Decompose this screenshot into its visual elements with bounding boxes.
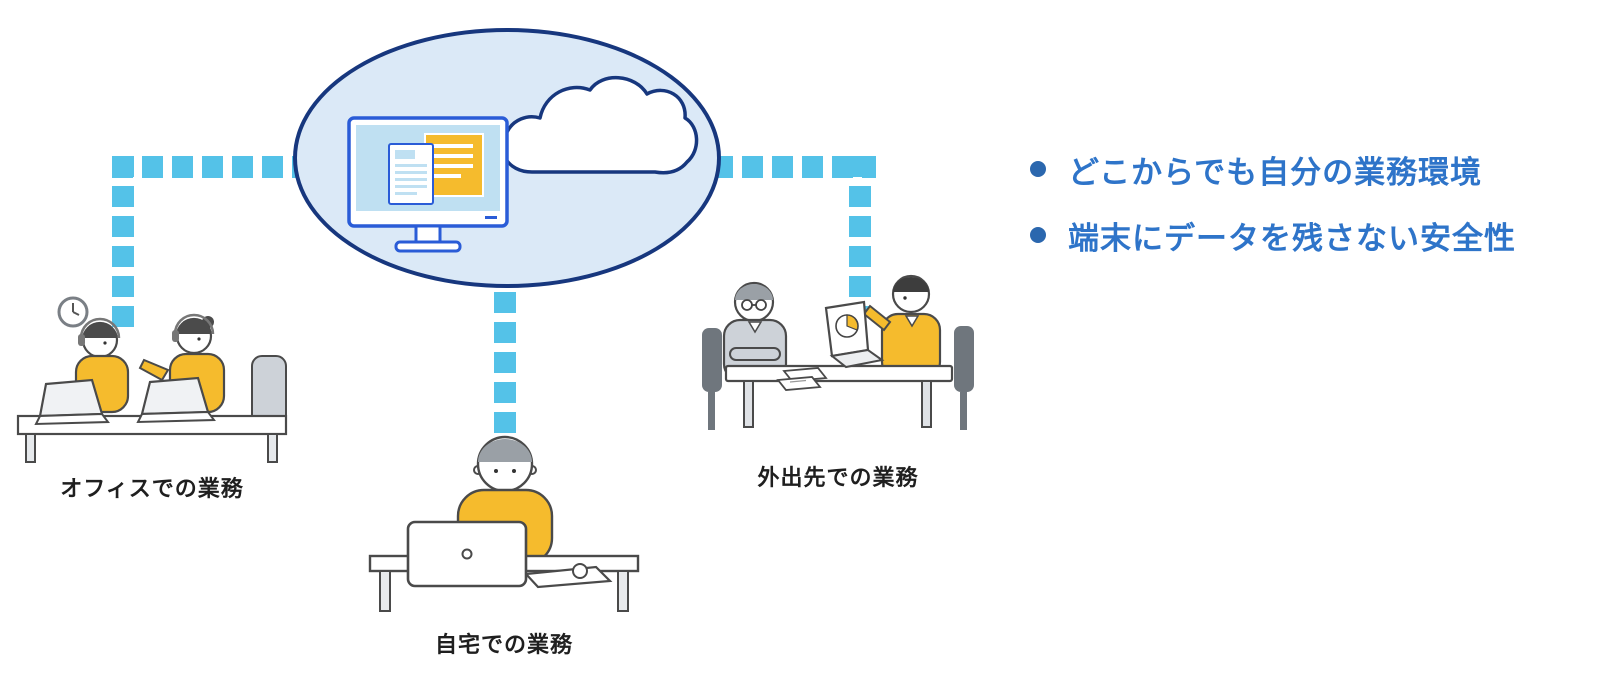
benefit-text: どこからでも自分の業務環境 xyxy=(1068,154,1483,190)
cloud-platform-illustration xyxy=(347,75,699,253)
document-icon xyxy=(388,143,434,205)
meeting-illustration xyxy=(702,274,974,430)
laptop-with-chart-icon xyxy=(824,300,885,369)
meeting-label: 外出先での業務 xyxy=(757,465,919,490)
pie-chart-icon xyxy=(846,314,859,331)
app-window-yellow xyxy=(424,133,484,197)
meeting-person-right xyxy=(862,274,942,380)
benefit-item: 端末にデータを残さない安全性 xyxy=(1030,216,1516,256)
connector-meeting-vertical xyxy=(849,156,871,310)
monitor-icon xyxy=(347,116,509,253)
connector-office-horizontal xyxy=(112,156,304,178)
monitor-stand xyxy=(414,224,442,244)
headset-icon xyxy=(79,317,121,339)
laptop-icon xyxy=(136,376,216,424)
cloud-platform-ellipse xyxy=(293,28,721,288)
home-illustration xyxy=(368,435,640,612)
connector-meeting-horizontal xyxy=(712,156,876,178)
headset-icon xyxy=(173,313,215,335)
bullet-icon xyxy=(1030,161,1046,177)
office-scene: オフィスでの業務 xyxy=(12,296,292,503)
benefit-item: どこからでも自分の業務環境 xyxy=(1030,150,1516,190)
cloud-icon xyxy=(500,75,699,175)
benefits-list: どこからでも自分の業務環境 端末にデータを残さない安全性 xyxy=(1030,150,1516,282)
laptop-icon xyxy=(34,378,110,426)
connector-office-vertical xyxy=(112,156,134,328)
home-scene: 自宅での業務 xyxy=(368,424,640,659)
meeting-chair-right xyxy=(954,326,974,392)
benefit-text: 端末にデータを残さない安全性 xyxy=(1068,220,1516,256)
meeting-chair-left xyxy=(702,328,722,392)
laptop-icon xyxy=(406,520,613,589)
home-label: 自宅での業務 xyxy=(434,632,573,657)
meeting-scene: 外出先での業務 xyxy=(698,268,978,492)
monitor-base xyxy=(394,240,462,253)
bullet-icon xyxy=(1030,227,1046,243)
office-illustration xyxy=(16,296,288,463)
wall-clock-icon xyxy=(57,296,89,328)
meeting-table xyxy=(724,364,954,383)
office-label: オフィスでの業務 xyxy=(60,476,244,501)
connector-home-vertical xyxy=(494,292,516,438)
papers-icon xyxy=(776,367,828,391)
